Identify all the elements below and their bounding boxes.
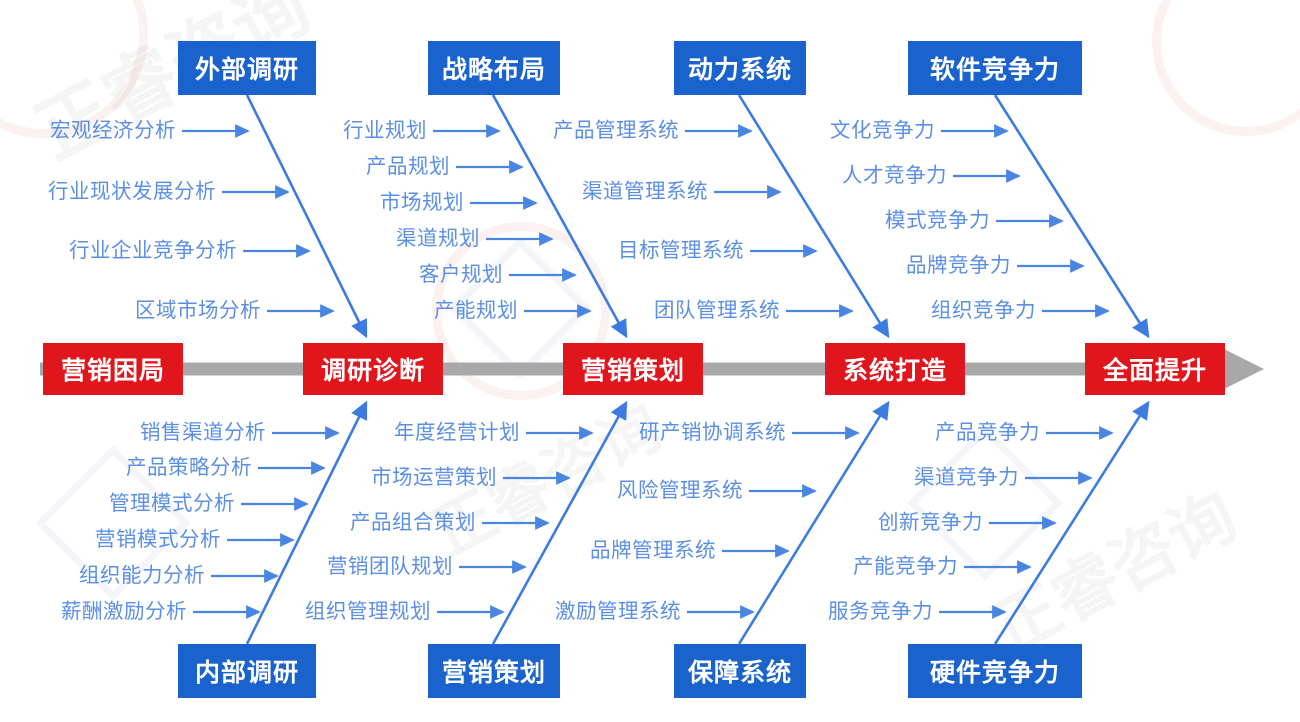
bone-item-label: 客户规划 [419,263,503,286]
bone-item-label: 管理模式分析 [109,492,235,515]
bone-item-label: 激励管理系统 [555,600,681,623]
spine-node-marketing-planning[interactable]: 营销策划 [563,343,703,395]
bone-item-label: 市场运营策划 [371,466,497,489]
category-label: 硬件竞争力 [929,659,1060,687]
item-arrows-g3-bottom [687,426,860,619]
item-arrows-g1-bottom [193,426,340,619]
bone-item-label: 组织管理规划 [305,600,431,623]
category-label: 动力系统 [687,56,792,84]
category-label: 营销策划 [441,659,546,687]
bone-item-label: 产品策略分析 [126,456,252,479]
spine-node-system-building[interactable]: 系统打造 [825,343,965,395]
bone-item-label: 销售渠道分析 [140,421,266,444]
category-box-software-competitiveness[interactable]: 软件竞争力 [908,41,1082,95]
bone-item-label: 文化竞争力 [830,119,935,142]
item-arrows-g4-top [941,124,1110,318]
category-box-hardware-competitiveness[interactable]: 硬件竞争力 [908,644,1082,698]
bone-item-label: 模式竞争力 [885,209,990,232]
bone-item-label: 服务竞争力 [828,600,933,623]
category-label: 战略布局 [441,56,546,84]
bone-item-label: 产能竞争力 [853,555,958,578]
bone-item-label: 创新竞争力 [878,511,983,534]
bone-item-label: 区域市场分析 [135,299,261,322]
spine-node-label: 全面提升 [1102,357,1207,385]
category-box-internal-research[interactable]: 内部调研 [178,644,316,698]
spine-arrow-head [1222,348,1264,390]
spine-node-label: 营销策划 [580,357,685,385]
bone-item-label: 目标管理系统 [618,239,744,262]
bone-item-label: 渠道竞争力 [914,466,1019,489]
diagonal-bones-bottom [245,400,1150,645]
bone-item-label: 渠道管理系统 [582,180,708,203]
spine-node-overall-improvement[interactable]: 全面提升 [1085,343,1225,395]
item-arrows-g1-top [182,124,335,318]
category-label: 软件竞争力 [929,56,1060,84]
category-box-strategy-layout[interactable]: 战略布局 [428,41,560,95]
category-box-support-system[interactable]: 保障系统 [674,644,806,698]
bone-item-label: 薪酬激励分析 [61,600,187,623]
bone-item-label: 产品管理系统 [553,119,679,142]
bone-item-label: 行业规划 [343,119,427,142]
item-arrows-g4-bottom [939,426,1114,619]
bone-item-label: 营销团队规划 [327,555,453,578]
spine-node-label: 系统打造 [842,357,947,385]
bone-item-label: 团队管理系统 [654,299,780,322]
category-box-power-system[interactable]: 动力系统 [674,41,806,95]
item-arrows-g3-top [685,124,854,318]
diagonal-bones-top [245,94,1150,339]
category-label: 保障系统 [687,659,792,687]
bone-item-label: 研产销协调系统 [639,421,786,444]
spine-node-label: 营销困局 [60,357,165,385]
spine-node-label: 调研诊断 [320,357,425,385]
category-label: 外部调研 [194,56,299,84]
category-label: 内部调研 [194,659,299,687]
bone-item-label: 产品组合策划 [350,511,476,534]
spine-node-research-diagnosis[interactable]: 调研诊断 [303,343,443,395]
bone-item-label: 行业现状发展分析 [48,180,216,203]
item-arrows-g2-top [433,124,592,318]
category-box-marketing-planning[interactable]: 营销策划 [428,644,560,698]
bone-item-label: 市场规划 [380,191,464,214]
bone-item-label: 营销模式分析 [95,528,221,551]
bone-item-label: 风险管理系统 [617,479,743,502]
bone-item-label: 渠道规划 [396,227,480,250]
bone-item-label: 产能规划 [434,299,518,322]
category-box-external-research[interactable]: 外部调研 [178,41,316,95]
bone-item-label: 品牌竞争力 [906,254,1011,277]
bone-item-label: 产品竞争力 [935,421,1040,444]
bone-item-label: 年度经营计划 [394,421,520,444]
bone-item-label: 行业企业竞争分析 [69,239,237,262]
bone-item-label: 人才竞争力 [842,164,947,187]
bone-item-label: 组织能力分析 [79,564,205,587]
bone-item-label: 组织竞争力 [931,299,1036,322]
bone-item-label: 品牌管理系统 [590,539,716,562]
bone-item-label: 宏观经济分析 [50,119,176,142]
spine-node-marketing-dilemma[interactable]: 营销困局 [43,343,183,395]
bone-item-label: 产品规划 [366,155,450,178]
item-arrows-g2-bottom [437,426,594,619]
